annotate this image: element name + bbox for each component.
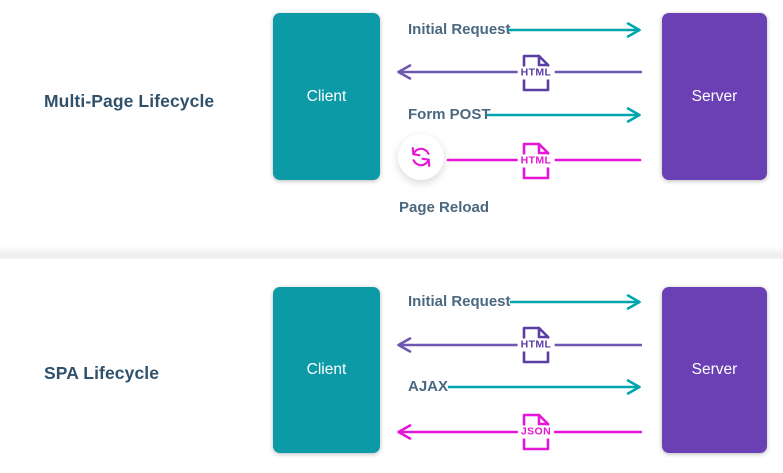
html-file-icon-label: HTML xyxy=(517,66,555,80)
right-arrow-icon xyxy=(487,107,641,123)
server-box: Server xyxy=(662,287,767,453)
section-title-spa: SPA Lifecycle xyxy=(44,363,160,383)
client-box-label: Client xyxy=(306,87,347,105)
server-box-label: Server xyxy=(691,87,738,105)
arrow-label-initial-request: Initial Request xyxy=(408,293,511,310)
reload-icon xyxy=(398,134,444,180)
right-arrow-icon xyxy=(448,379,641,395)
html-file-icon-label: HTML xyxy=(517,338,555,352)
html-file-icon-label: HTML xyxy=(517,154,555,168)
client-box: Client xyxy=(273,13,380,180)
arrow-label-ajax: AJAX xyxy=(408,378,449,395)
arrow-label-initial-request: Initial Request xyxy=(408,21,511,38)
json-file-icon: JSON xyxy=(517,413,555,451)
html-file-icon: HTML xyxy=(517,142,555,180)
html-file-icon: HTML xyxy=(517,54,555,92)
client-box-label: Client xyxy=(306,361,347,378)
server-box: Server xyxy=(662,13,767,180)
arrow-note-page-reload: Page Reload xyxy=(399,199,490,216)
right-arrow-icon xyxy=(508,22,641,38)
client-box: Client xyxy=(273,287,380,453)
html-file-icon: HTML xyxy=(517,326,555,364)
arrow-label-form-post: Form POST xyxy=(408,106,491,123)
section-title-multi-page: Multi-Page Lifecycle xyxy=(44,91,215,111)
section-divider xyxy=(0,246,783,259)
json-file-icon-label: JSON xyxy=(517,425,555,439)
server-box-label: Server xyxy=(691,361,738,378)
right-arrow-icon xyxy=(510,294,641,310)
